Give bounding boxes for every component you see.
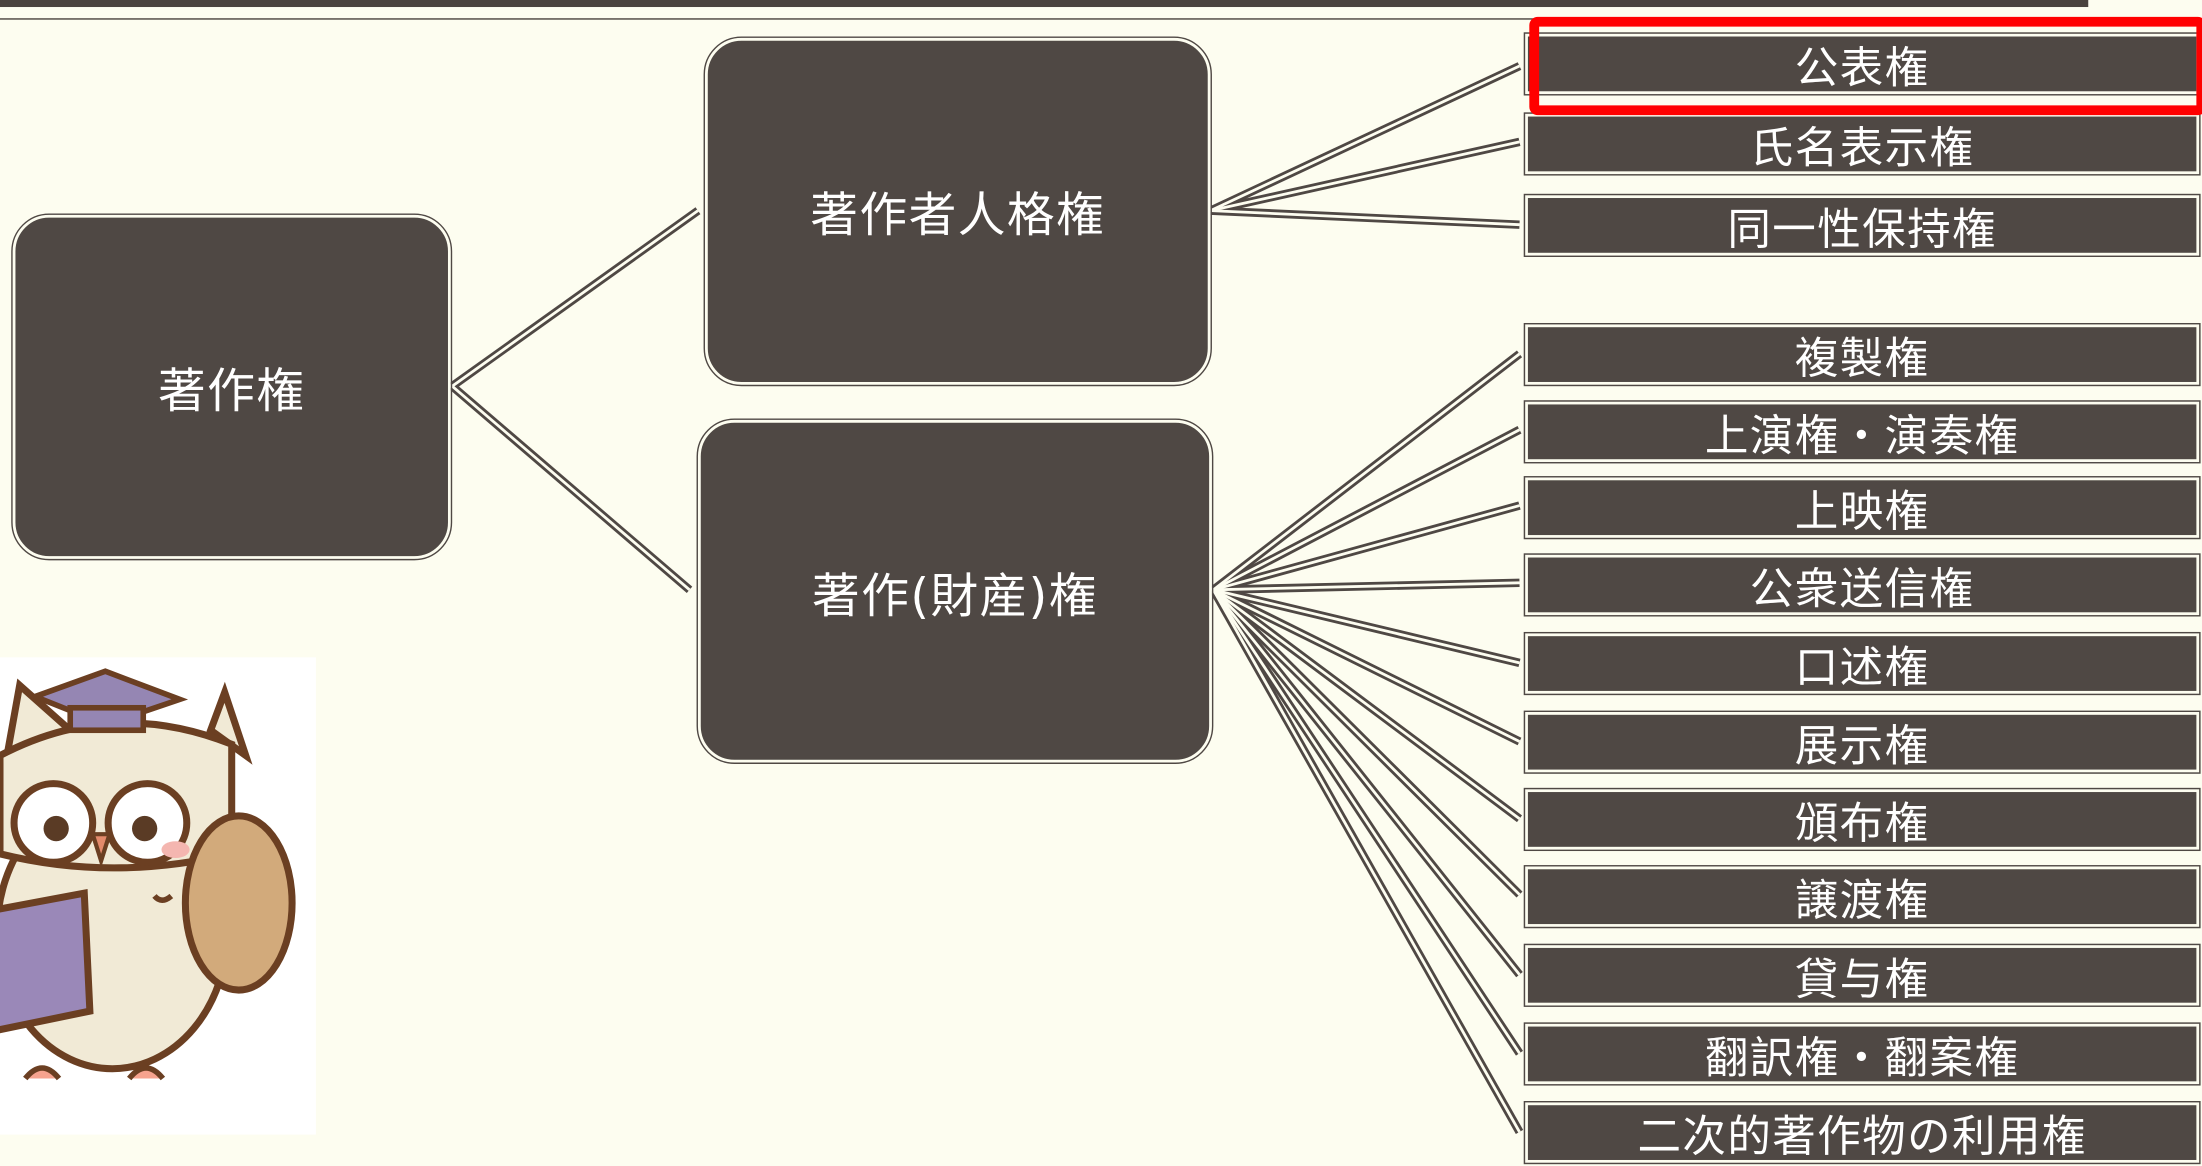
owl-scholar-icon xyxy=(0,657,316,1135)
branch-node-label: 著作者人格権 xyxy=(810,188,1106,245)
leaf-node: 複製権 xyxy=(1523,322,2201,387)
leaf-node: 譲渡権 xyxy=(1523,865,2201,929)
leaf-node: 展示権 xyxy=(1523,710,2201,774)
top-bar xyxy=(0,0,2089,8)
leaf-node: 上映権 xyxy=(1523,476,2201,540)
leaf-node: 公表権 xyxy=(1523,32,2201,96)
top-rule xyxy=(0,18,2202,20)
leaf-node: 氏名表示権 xyxy=(1523,112,2201,176)
leaf-node: 公衆送信権 xyxy=(1523,553,2201,617)
leaf-node: 口述権 xyxy=(1523,631,2201,696)
branch-node-property-rights: 著作(財産)権 xyxy=(696,418,1214,764)
highlight-box xyxy=(1529,16,2202,116)
leaf-node: 翻訳権・翻案権 xyxy=(1523,1022,2201,1086)
branch-node-label: 著作(財産)権 xyxy=(812,568,1098,625)
leaf-node: 貸与権 xyxy=(1523,943,2201,1007)
leaf-node: 同一性保持権 xyxy=(1523,193,2201,257)
root-node: 著作権 xyxy=(11,213,453,561)
leaf-node: 頒布権 xyxy=(1523,787,2201,852)
leaf-node: 二次的著作物の利用権 xyxy=(1523,1101,2201,1165)
branch-node-moral-rights: 著作者人格権 xyxy=(703,36,1212,387)
root-node-label: 著作権 xyxy=(157,363,306,420)
leaf-node: 上演権・演奏権 xyxy=(1523,400,2201,464)
